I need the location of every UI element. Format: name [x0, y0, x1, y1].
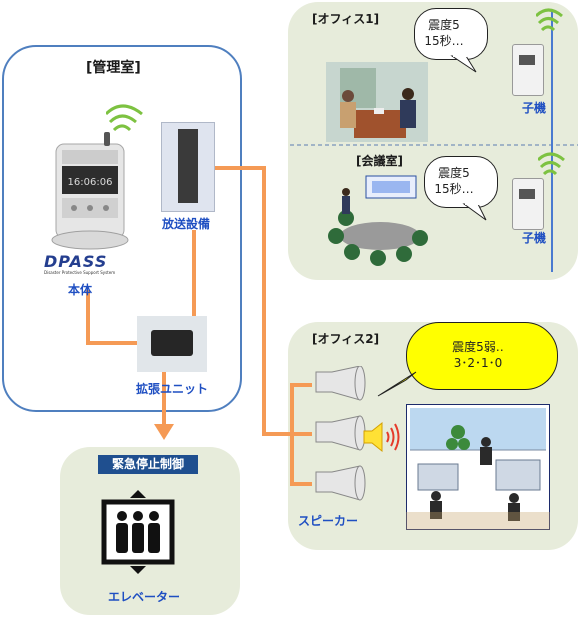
- office1-slave-device: [512, 44, 544, 96]
- wireless-signal-icon: [106, 104, 143, 132]
- speaker-sound-icon: [363, 421, 400, 453]
- office1-bubble-line2: 15秒…: [424, 34, 464, 48]
- control-room-title: [管理室]: [86, 60, 141, 76]
- meeting-scene: [328, 175, 428, 266]
- meeting-room-title: [会議室]: [356, 154, 403, 168]
- meeting-slave-label: 子機: [522, 231, 547, 245]
- emergency-stop-badge: 緊急停止制御: [98, 455, 198, 474]
- broadcast-rack: [161, 122, 215, 212]
- meeting-speech-bubble: [424, 156, 498, 208]
- expansion-unit-device: [137, 316, 207, 372]
- speaker-array: [315, 366, 366, 501]
- office2-title: [オフィス2]: [312, 332, 380, 346]
- office1-bubble-tail: [450, 54, 477, 73]
- main-unit-label: 本体: [68, 283, 93, 297]
- main-unit-screen-text: 16:06:06: [68, 177, 113, 188]
- meeting-bubble-line1: 震度5: [438, 166, 470, 180]
- office2-bubble-tail: [377, 371, 417, 397]
- office1-title: [オフィス1]: [312, 12, 380, 26]
- elevator-label: エレベーター: [108, 590, 181, 604]
- broadcast-rack-unit: [178, 129, 198, 203]
- office2-bubble-line1: 震度5弱‥: [452, 340, 504, 354]
- expansion-unit-label: 拡張ユニット: [136, 382, 209, 396]
- meeting-bubble-line2: 15秒…: [434, 182, 474, 196]
- office1-signal-icon: [536, 8, 563, 32]
- main-unit-device: 16:06:06: [50, 140, 130, 250]
- office1-bubble-line1: 震度5: [428, 18, 460, 32]
- meeting-slave-device: [512, 178, 544, 230]
- meeting-slave-screen: [519, 189, 535, 199]
- office1-slave-screen: [519, 55, 535, 65]
- main-unit-antenna: [104, 132, 110, 146]
- dpass-logo: DPASS: [44, 252, 108, 271]
- expansion-unit-box: [151, 330, 193, 356]
- office2-scene: [406, 404, 550, 530]
- office1-slave-label: 子機: [522, 101, 547, 115]
- broadcast-equipment-label: 放送設備: [162, 217, 211, 231]
- speaker-label: スピーカー: [298, 514, 359, 528]
- office2-bubble-line2: 3･2･1･0: [453, 356, 503, 370]
- office-divider: [290, 10, 578, 272]
- office2-speech-bubble: [406, 322, 558, 390]
- office1-speech-bubble: [414, 8, 488, 60]
- elevator-icon: [101, 490, 175, 574]
- dpass-logo-subtitle: Disaster Protective Support System: [44, 270, 116, 275]
- office1-scene: [326, 62, 428, 142]
- meeting-bubble-tail: [462, 202, 487, 221]
- meeting-signal-icon: [538, 152, 565, 176]
